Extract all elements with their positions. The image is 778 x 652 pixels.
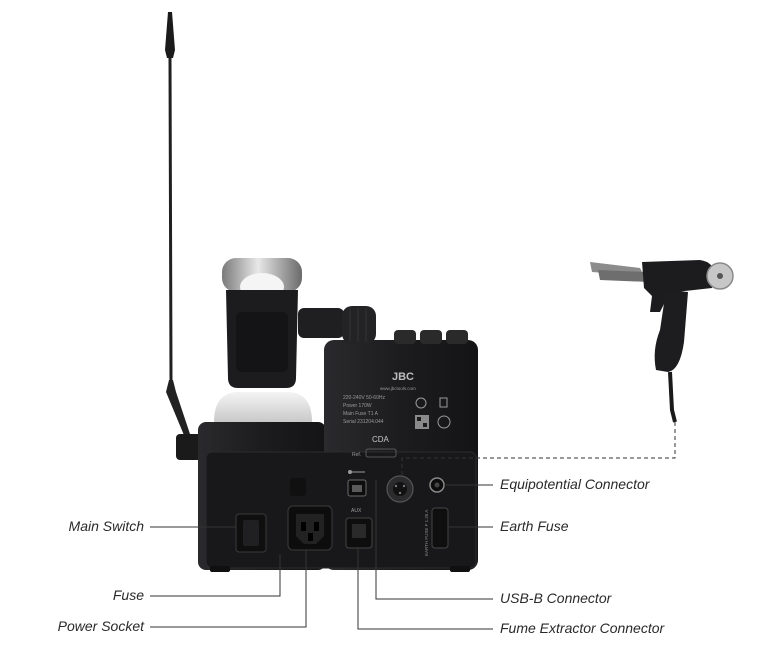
equipotential-jack[interactable] — [429, 477, 445, 493]
rating-line-3: Main Fuse T1 A — [343, 411, 379, 417]
rating-line-1: 220-240V 50-60Hz — [343, 395, 385, 401]
label-usb-b-connector: USB-B Connector — [500, 590, 612, 606]
label-earth-fuse: Earth Fuse — [500, 518, 569, 534]
label-power-socket: Power Socket — [57, 618, 144, 634]
tool-holder — [222, 258, 376, 388]
weee-bin-icon — [439, 397, 448, 408]
leader-gun-dashed — [401, 422, 676, 476]
round-connector[interactable] — [386, 475, 414, 503]
sponge-area — [214, 392, 312, 422]
leader-fuse — [150, 554, 281, 597]
label-fume-extractor-connector: Fume Extractor Connector — [500, 620, 665, 636]
leader-fume — [357, 548, 493, 630]
leader-power-socket — [150, 550, 307, 628]
usb-icon — [348, 470, 365, 474]
aux-port[interactable]: AUX — [345, 508, 373, 549]
rating-plate: JBC www.jbctools.com 220-240V 50-60Hz Po… — [343, 371, 451, 458]
label-fuse: Fuse — [112, 587, 144, 603]
rating-line-2: Power 170W — [343, 403, 372, 409]
main-switch[interactable] — [235, 513, 267, 553]
model-name: CDA — [372, 435, 390, 444]
brand-website: www.jbctools.com — [380, 386, 416, 391]
aux-label: AUX — [351, 508, 362, 514]
rating-line-4: Serial 231204.044 — [343, 419, 384, 425]
earth-fuse-holder[interactable]: EARTH FUSE F 1.25 A — [424, 507, 449, 556]
esd-icon — [437, 415, 451, 429]
usb-b-port[interactable] — [347, 470, 367, 497]
qr-code-icon — [415, 415, 429, 429]
holder-rod — [165, 12, 202, 460]
label-main-switch: Main Switch — [68, 518, 144, 534]
leader-usb — [375, 480, 493, 600]
ref-label: Ref. — [352, 452, 361, 458]
earth-fuse-text: EARTH FUSE F 1.25 A — [424, 510, 429, 556]
label-equipotential-connector: Equipotential Connector — [500, 476, 650, 492]
power-socket[interactable] — [287, 505, 333, 551]
brand-logo: JBC — [392, 371, 414, 383]
fuse-holder[interactable] — [290, 478, 306, 496]
ce-mark-icon — [415, 397, 427, 409]
leader-lines — [150, 422, 676, 630]
desoldering-gun — [590, 260, 734, 423]
